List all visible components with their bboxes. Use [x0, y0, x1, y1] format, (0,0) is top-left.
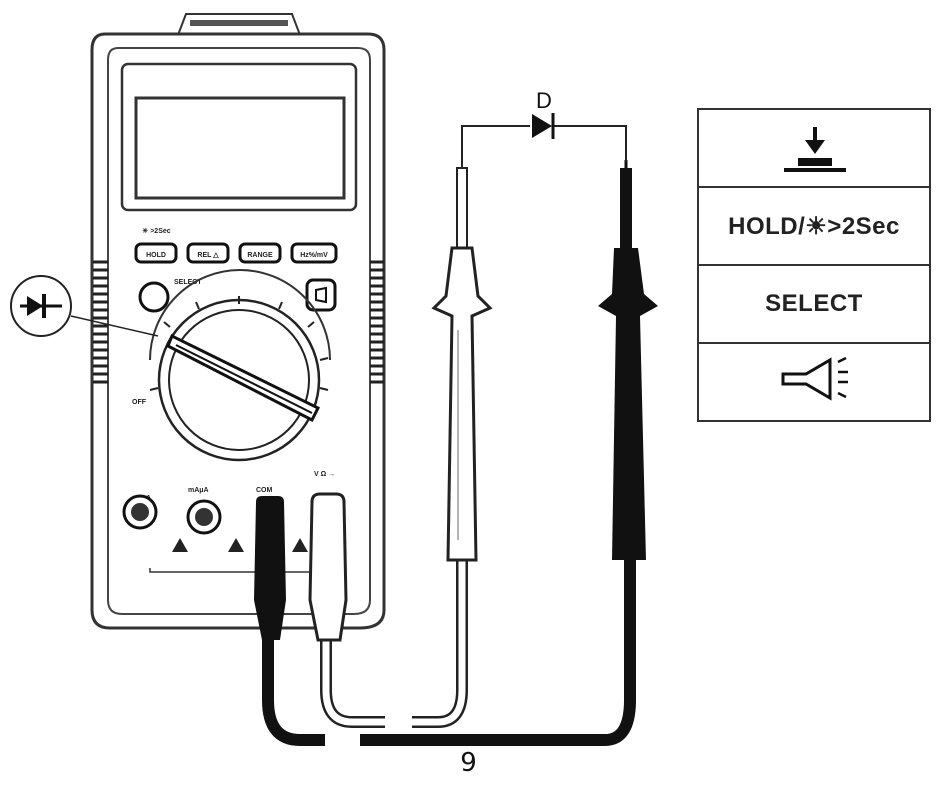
diode-function-callout	[10, 275, 159, 337]
hold-button[interactable]	[134, 242, 178, 264]
function-buttons: HOLD REL △ RANGE Hz%/mV	[134, 242, 338, 264]
jack-v-label: V Ω →	[314, 471, 335, 478]
black-lead-plug	[254, 496, 286, 640]
legend-row-select-text: SELECT	[765, 290, 863, 317]
select-button-label: SELECT	[174, 279, 202, 286]
lcd-screen	[134, 96, 346, 200]
meter-top-clip-grip	[190, 20, 288, 26]
light-button[interactable]	[305, 278, 337, 312]
legend-row-hold-text: HOLD/☀>2Sec	[728, 212, 900, 240]
jack-ma-label: mAμA	[188, 487, 209, 494]
page-number: 9	[460, 748, 477, 778]
jack-a-hole	[131, 503, 149, 521]
range-button-label: RANGE	[247, 252, 273, 259]
hz-button-label: Hz%/mV	[300, 252, 328, 259]
red-lead-plug	[308, 492, 348, 642]
legend-row-press	[697, 108, 931, 188]
multimeter: ☀ >2Sec HOLD REL △ RANGE Hz%/mV SELECT	[90, 13, 386, 630]
circuit-wire-left	[461, 125, 530, 162]
black-lead-cable-right	[360, 560, 636, 746]
right-grip	[370, 260, 384, 384]
diode-icon	[532, 113, 555, 139]
rel-button-label: REL △	[197, 252, 219, 259]
jack-ma-hole	[195, 508, 213, 526]
range-button[interactable]	[238, 242, 282, 264]
red-lead-cable-outline-left	[320, 640, 385, 728]
legend-row-light	[697, 342, 931, 422]
rotary-switch[interactable]: OFF	[132, 269, 331, 462]
red-lead-cable-left	[322, 640, 385, 726]
circuit-wire-right	[554, 125, 627, 162]
red-lead-cable-right	[412, 560, 466, 726]
light-button-icon	[315, 286, 327, 304]
warning-icon	[172, 538, 188, 552]
diode-label: D	[536, 88, 552, 113]
input-jacks: A mAμA COM V Ω →	[122, 471, 335, 573]
warning-icon	[228, 538, 244, 552]
hz-button[interactable]	[290, 242, 338, 264]
left-grip	[93, 260, 108, 384]
backlight-hint: ☀ >2Sec	[142, 227, 171, 235]
legend-row-select: SELECT	[697, 264, 931, 344]
dial-scale-arc	[149, 269, 331, 361]
black-probe	[598, 160, 658, 560]
black-lead-cable-left	[262, 640, 325, 746]
dial-ticks	[149, 296, 329, 391]
red-probe	[431, 160, 493, 562]
warning-icon	[292, 538, 308, 552]
dial-off-label: OFF	[132, 399, 147, 406]
red-lead-cable-outline-right	[412, 560, 468, 728]
select-button[interactable]	[138, 281, 170, 313]
hold-button-label: HOLD	[146, 252, 166, 259]
callout-leader-line	[70, 315, 159, 337]
legend-row-hold: HOLD/☀>2Sec	[697, 186, 931, 266]
rel-button[interactable]	[186, 242, 230, 264]
jack-com-label: COM	[256, 487, 273, 494]
